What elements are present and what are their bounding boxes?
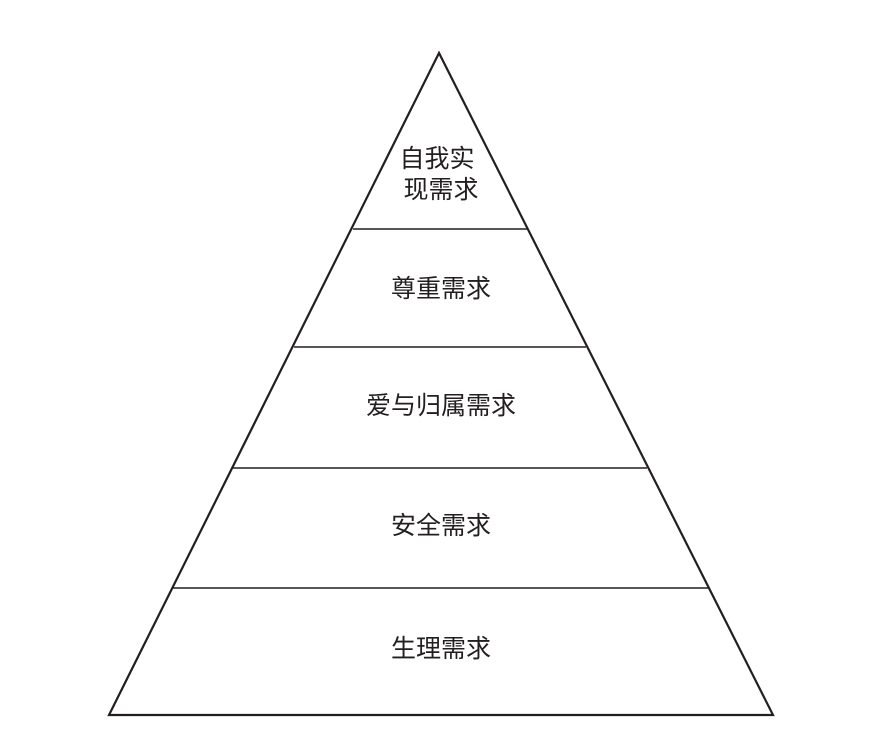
- level-label-line: 现需求: [403, 175, 478, 204]
- level-label-esteem: 尊重需求: [391, 274, 491, 303]
- level-label-love-belonging: 爱与归属需求: [366, 391, 516, 420]
- level-label-line: 自我实: [400, 144, 475, 173]
- level-label-physiological: 生理需求: [391, 634, 491, 663]
- pyramid-outline: [107, 50, 775, 717]
- level-label-self-actualization: 自我实 现需求: [400, 144, 483, 204]
- level-label-safety: 安全需求: [391, 511, 491, 540]
